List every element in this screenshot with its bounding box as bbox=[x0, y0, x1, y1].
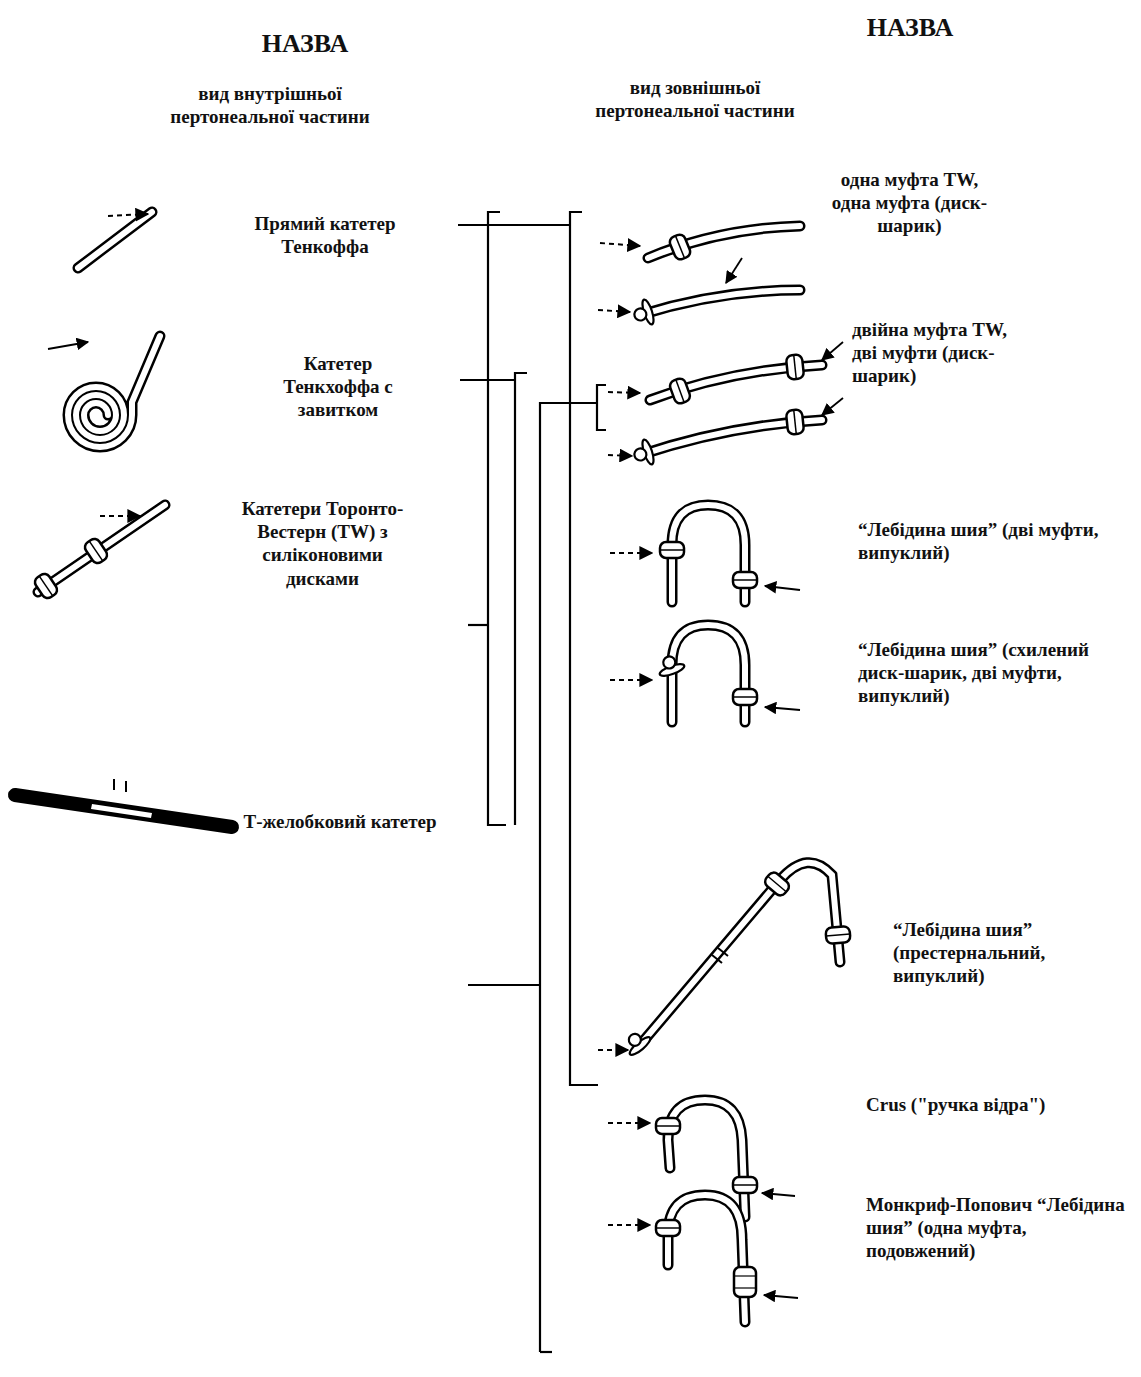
catheter-variant: Crus ("ручка відра") bbox=[866, 1093, 1066, 1116]
catheter-name: Катетери Торонто-Вестерн (TW) з силіконо… bbox=[240, 497, 405, 590]
catheter-variant: двійна муфта TW, дві муфти (диск-шарик) bbox=[852, 318, 1027, 388]
column-heading: НАЗВА bbox=[820, 12, 1000, 44]
catheter-variant: Монкриф-Попович “Лебідина шия” (одна муф… bbox=[866, 1193, 1131, 1263]
catheter-variant: одна муфта TW, одна муфта (диск-шарик) bbox=[822, 168, 997, 238]
column-subheading: вид зовнішньої пертонеальної частини bbox=[595, 76, 795, 122]
catheter-name: Катетер Тенкхоффа с завитком bbox=[258, 352, 418, 422]
column-subheading: вид внутрішньої пертонеальної частини bbox=[165, 82, 375, 128]
catheter-variant: “Лебідина шия” (престернальний, випуклий… bbox=[893, 918, 1108, 988]
column-heading: НАЗВА bbox=[215, 28, 395, 60]
catheter-name: Прямий катетер Тенкоффа bbox=[245, 212, 405, 258]
catheter-name: Т-желобковий катетер bbox=[240, 810, 440, 833]
catheter-variant: “Лебідина шия” (дві муфти, випуклий) bbox=[858, 518, 1128, 564]
catheter-variant: “Лебідина шия” (схилений диск-шарик, дві… bbox=[858, 638, 1133, 708]
